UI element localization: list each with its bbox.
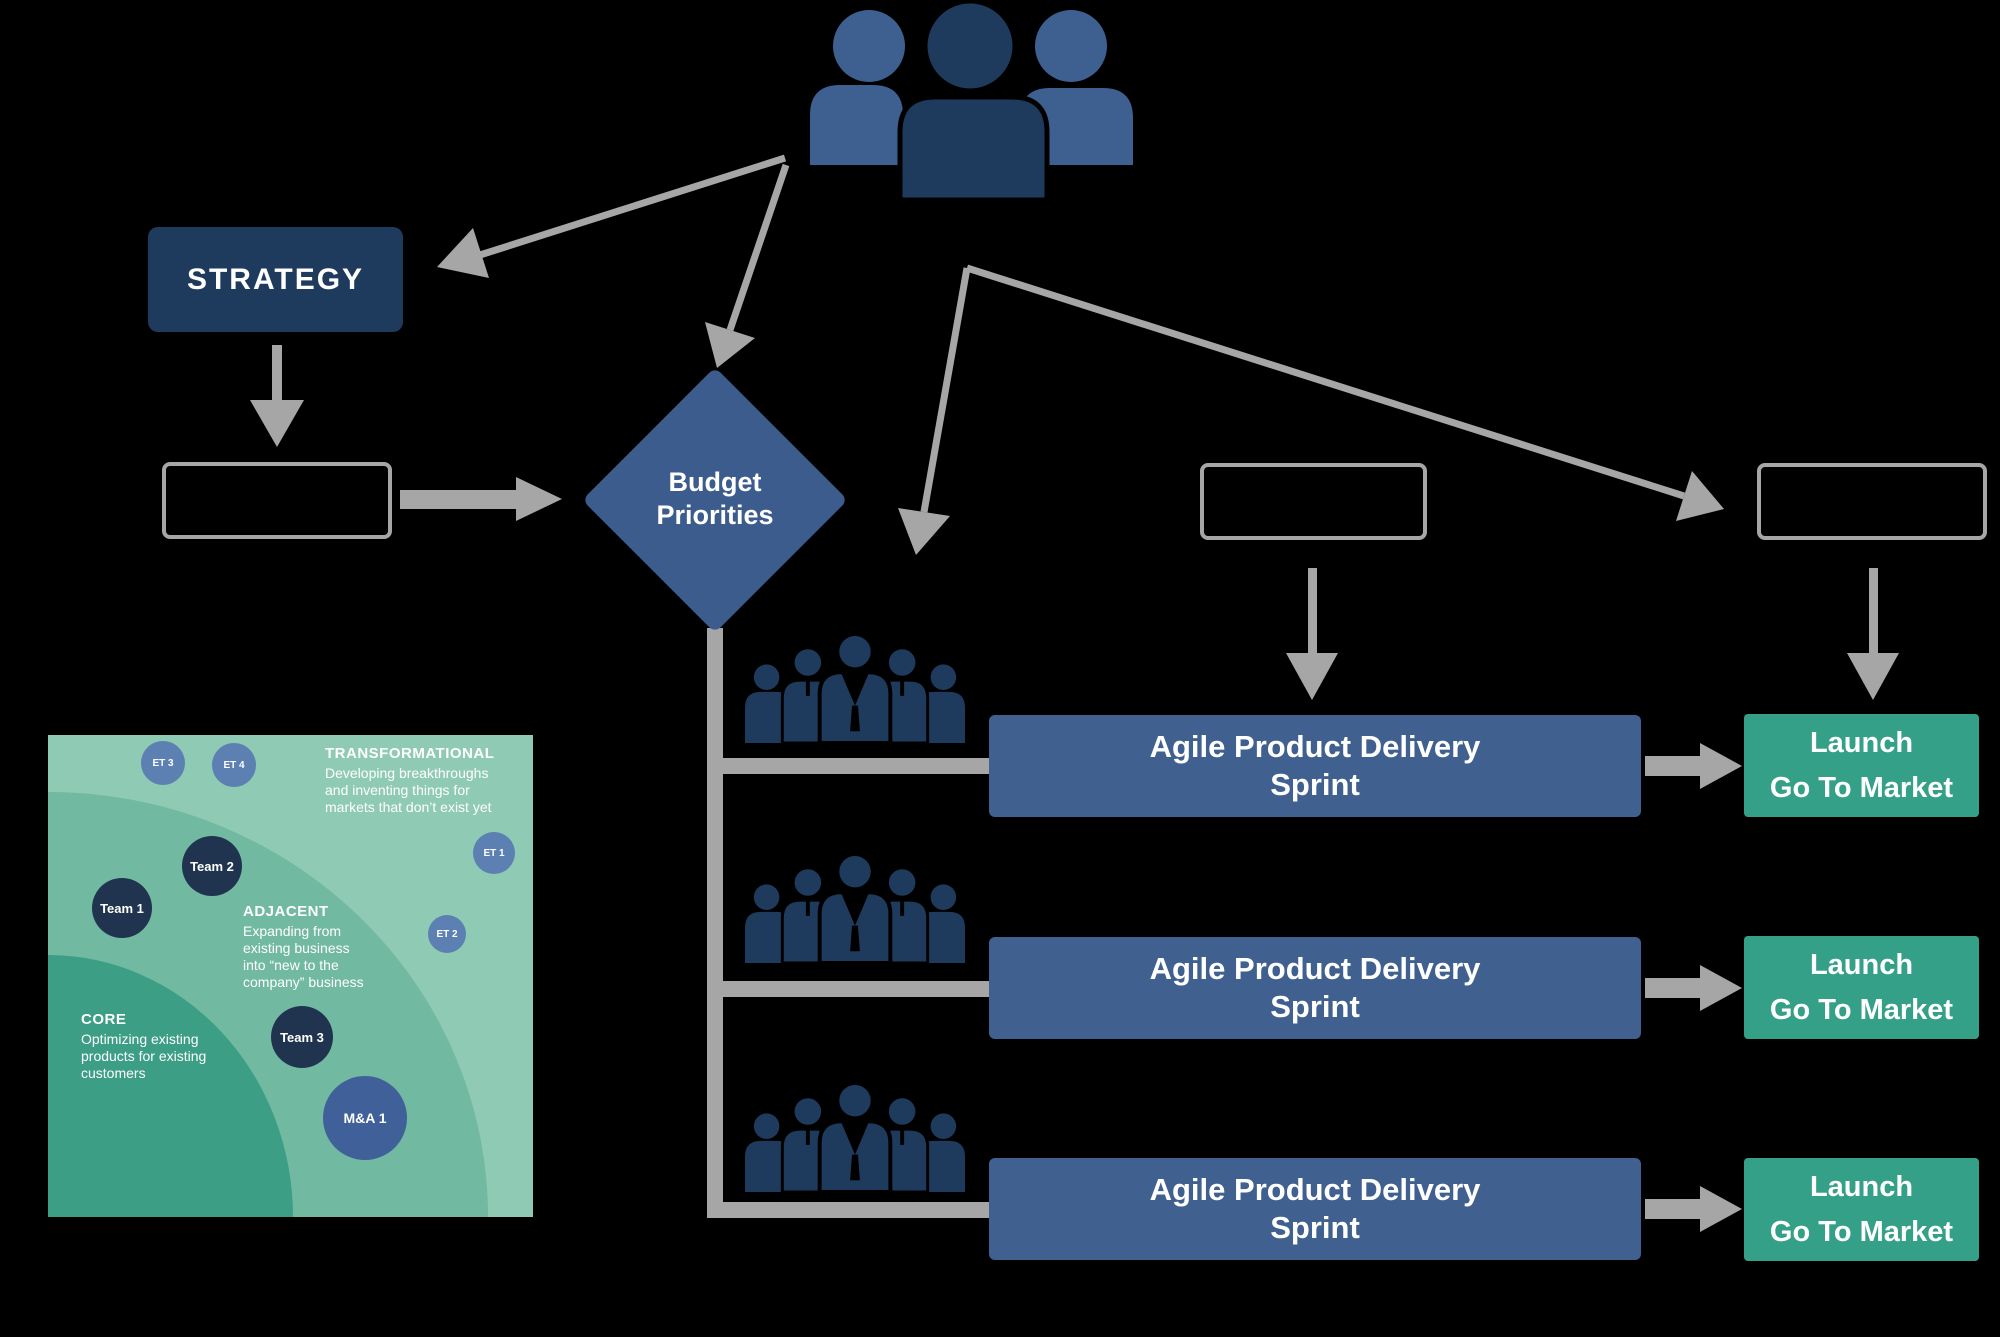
delivery-team-icon-3 bbox=[743, 1082, 967, 1192]
bubble-et-4: ET 4 bbox=[212, 743, 256, 787]
bubble-et-3: ET 3 bbox=[141, 741, 185, 785]
placeholder-box-middle bbox=[1200, 463, 1427, 540]
arrow-left-box-to-diamond bbox=[400, 477, 562, 521]
arrow-stakeholders-to-right-box bbox=[965, 264, 1724, 521]
portfolio-map: TRANSFORMATIONAL Developing breakthrough… bbox=[48, 735, 533, 1217]
arrow-right-box-to-launch bbox=[1847, 568, 1899, 700]
arrow-sprint2-to-launch2 bbox=[1645, 965, 1742, 1011]
launch-box-1: Launch Go To Market bbox=[1744, 714, 1979, 817]
budget-priorities-label: Budget Priorities bbox=[656, 467, 774, 530]
sprint-box-1: Agile Product Delivery Sprint bbox=[989, 715, 1641, 817]
bubble-team-3: Team 3 bbox=[271, 1006, 333, 1068]
launch-box-2: Launch Go To Market bbox=[1744, 936, 1979, 1039]
arrow-mid-box-to-sprint bbox=[1286, 568, 1338, 700]
bubble-ma-1: M&A 1 bbox=[323, 1076, 407, 1160]
sprint-box-3: Agile Product Delivery Sprint bbox=[989, 1158, 1641, 1260]
arrow-stakeholders-to-diamond bbox=[705, 163, 790, 368]
stakeholders-people-icon bbox=[810, 0, 1133, 200]
arrow-strategy-to-left-box bbox=[250, 345, 304, 447]
diamond-trunk-line bbox=[707, 628, 990, 1218]
launch-box-3: Launch Go To Market bbox=[1744, 1158, 1979, 1261]
arrow-stakeholders-to-teams bbox=[898, 267, 971, 555]
strategy-label: STRATEGY bbox=[186, 262, 365, 296]
bubble-team-2: Team 2 bbox=[182, 836, 242, 896]
bubble-et-2: ET 2 bbox=[428, 915, 466, 953]
delivery-team-icon-2 bbox=[743, 853, 967, 963]
delivery-team-icon-1 bbox=[743, 633, 967, 743]
arrow-stakeholders-to-strategy bbox=[437, 154, 787, 278]
placeholder-box-right bbox=[1757, 463, 1987, 540]
bubble-et-1: ET 1 bbox=[473, 832, 515, 874]
zone-transformational-text: TRANSFORMATIONAL Developing breakthrough… bbox=[325, 745, 495, 815]
zone-core-text: CORE Optimizing existing products for ex… bbox=[81, 1011, 207, 1081]
zone-adjacent-text: ADJACENT Expanding from existing busines… bbox=[243, 903, 364, 990]
placeholder-box-left bbox=[162, 462, 392, 539]
sprint-box-2: Agile Product Delivery Sprint bbox=[989, 937, 1641, 1039]
arrow-sprint1-to-launch1 bbox=[1645, 743, 1742, 789]
bubble-team-1: Team 1 bbox=[92, 878, 152, 938]
arrow-sprint3-to-launch3 bbox=[1645, 1186, 1742, 1232]
strategy-box: STRATEGY bbox=[148, 227, 403, 332]
